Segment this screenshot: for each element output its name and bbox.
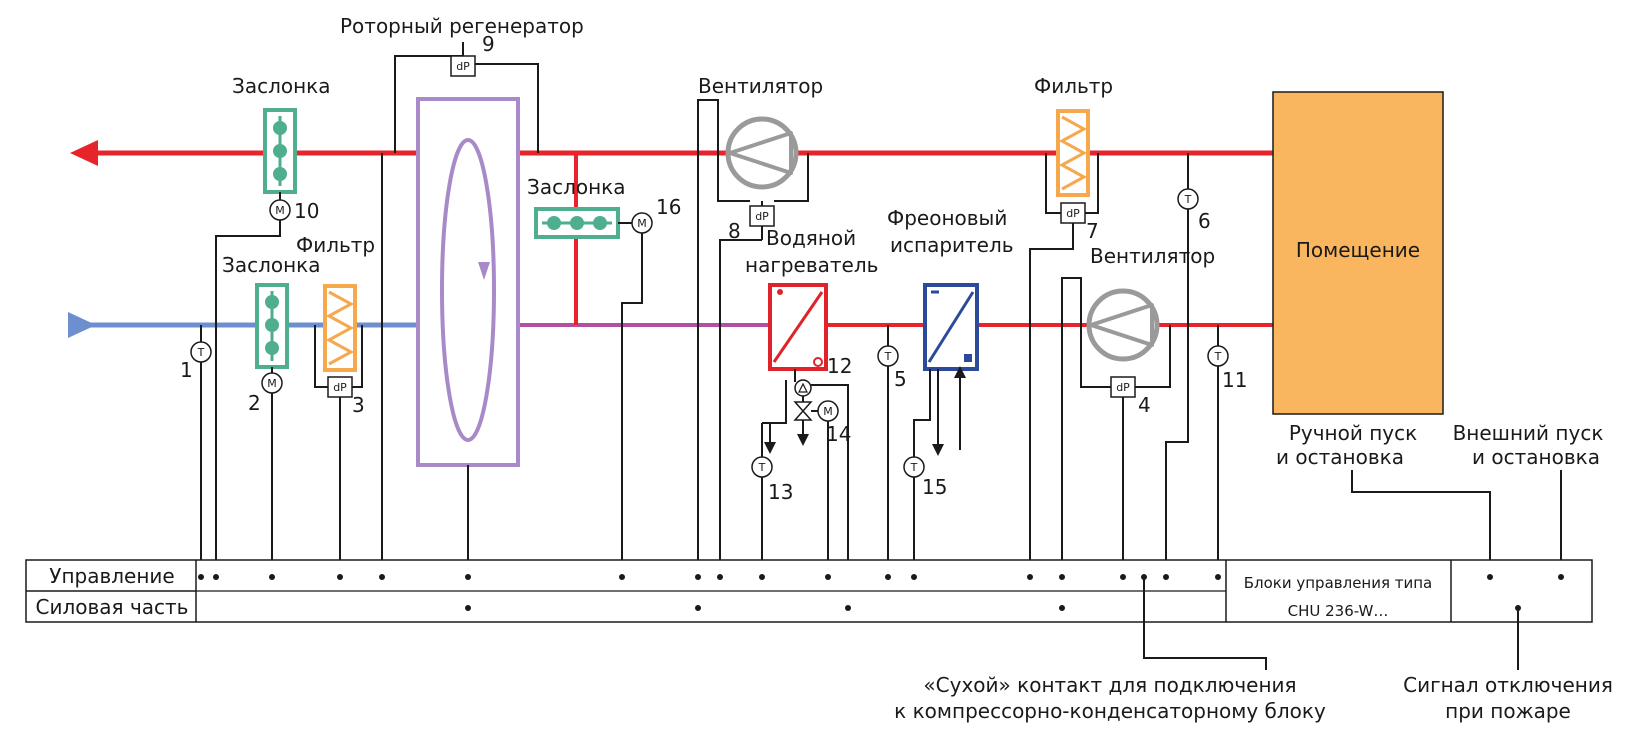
damper-recirculation-label: Заслонка [527,175,626,199]
exhaust-air-line [70,140,1346,166]
damper-supply-label: Заслонка [222,253,321,277]
dp-sensor-9: dP 9 [394,32,539,153]
svg-text:1: 1 [180,358,193,382]
svg-text:5: 5 [894,367,907,391]
svg-text:15: 15 [922,475,947,499]
control-block-label-1: Блоки управления типа [1244,574,1433,592]
evaporator-label-1: Фреоновый [887,206,1007,230]
svg-text:dP: dP [333,381,347,394]
dp-sensor-7: dP 7 [1029,153,1099,577]
dry-contact-label-1: «Сухой» контакт для подключения [923,673,1296,697]
manual-start-label-1: Ручной пуск [1289,421,1417,445]
svg-text:6: 6 [1198,209,1211,233]
svg-text:13: 13 [768,480,793,504]
svg-text:3: 3 [352,393,365,417]
fire-signal-label-1: Сигнал отключения [1403,673,1613,697]
power-row-label: Силовая часть [36,595,189,619]
svg-text:T: T [1184,193,1192,206]
room-label: Помещение [1296,238,1420,262]
water-heater-label-1: Водяной [766,226,856,250]
svg-text:dP: dP [1116,381,1130,394]
svg-text:T: T [910,461,918,474]
wire-dry-contact [1143,577,1267,670]
svg-text:9: 9 [482,32,495,56]
motor-2: M 2 [248,367,283,577]
svg-text:10: 10 [294,199,319,223]
room-box [1272,91,1444,415]
damper-exhaust-label: Заслонка [232,74,331,98]
svg-text:12: 12 [827,354,852,378]
svg-text:T: T [197,346,205,359]
fan-exhaust-label: Вентилятор [698,74,823,98]
damper-supply [255,283,289,369]
svg-text:16: 16 [656,195,681,219]
motor-16: M 16 [618,195,681,577]
svg-text:M: M [275,204,285,217]
filter-supply-label: Фильтр [296,233,375,257]
svg-text:T: T [758,461,766,474]
wire-manual-start [1351,470,1491,577]
outdoor-air-line [68,312,420,338]
wire-fan-supply-power [1061,277,1082,608]
temp-sensor-5: T 5 [877,325,907,577]
wire-fan-exhaust-power [697,99,719,608]
rotor-label: Роторный регенератор [340,14,584,38]
motor-10: M 10 [215,192,319,577]
temp-sensor-1: T 1 [180,325,212,577]
dry-contact-label-2: к компрессорно-конденсаторному блоку [894,699,1326,723]
control-row-label: Управление [49,564,174,588]
svg-text:M: M [637,217,647,230]
temp-sensor-13: T 13 [751,422,793,577]
svg-text:T: T [1214,350,1222,363]
freon-evaporator [923,283,979,371]
svg-text:8: 8 [728,219,741,243]
svg-text:dP: dP [755,210,769,223]
dp-sensor-3: dP 3 [314,325,365,577]
power-connection-dots [465,605,1521,611]
damper-recirculation [534,207,620,239]
evaporator-label-2: испаритель [890,233,1014,257]
svg-text:11: 11 [1222,368,1247,392]
temp-sensor-11: T 11 [1207,325,1247,577]
evaporator-piping [913,366,966,457]
heater-valve-pump-12-14: 12 M 14 [764,354,852,608]
svg-text:dP: dP [456,60,470,73]
fan-supply-label: Вентилятор [1090,244,1215,268]
filter-exhaust-label: Фильтр [1034,74,1113,98]
external-start-label-2: и остановка [1472,445,1600,469]
svg-text:dP: dP [1066,207,1080,220]
svg-text:4: 4 [1138,393,1151,417]
exhaust-outlet-arrow [70,140,98,166]
filter-supply [323,284,357,372]
water-heater-label-2: нагреватель [745,253,878,277]
svg-text:7: 7 [1086,219,1099,243]
control-connection-dots [198,574,1564,580]
external-start-label-1: Внешний пуск [1453,421,1604,445]
rotary-regenerator [416,97,520,467]
svg-text:T: T [884,350,892,363]
dp-sensor-8: dP 8 [717,153,809,577]
manual-start-label-2: и остановка [1276,445,1404,469]
svg-text:M: M [267,377,277,390]
water-heater [768,283,828,371]
fan-supply [1086,288,1160,362]
temp-sensor-15: T 15 [903,456,947,577]
svg-text:2: 2 [248,391,261,415]
fan-exhaust [725,116,799,190]
svg-text:M: M [823,405,833,418]
control-block-label-2: CHU 236-W… [1288,602,1389,620]
dp-sensor-4: dP 4 [1080,325,1171,577]
control-panel [25,559,1593,623]
fire-signal-label-2: при пожаре [1445,699,1571,723]
temp-sensor-6: T 6 [1165,153,1211,577]
outdoor-inlet-arrow [68,312,96,338]
filter-exhaust [1056,109,1090,197]
damper-exhaust [263,108,297,194]
